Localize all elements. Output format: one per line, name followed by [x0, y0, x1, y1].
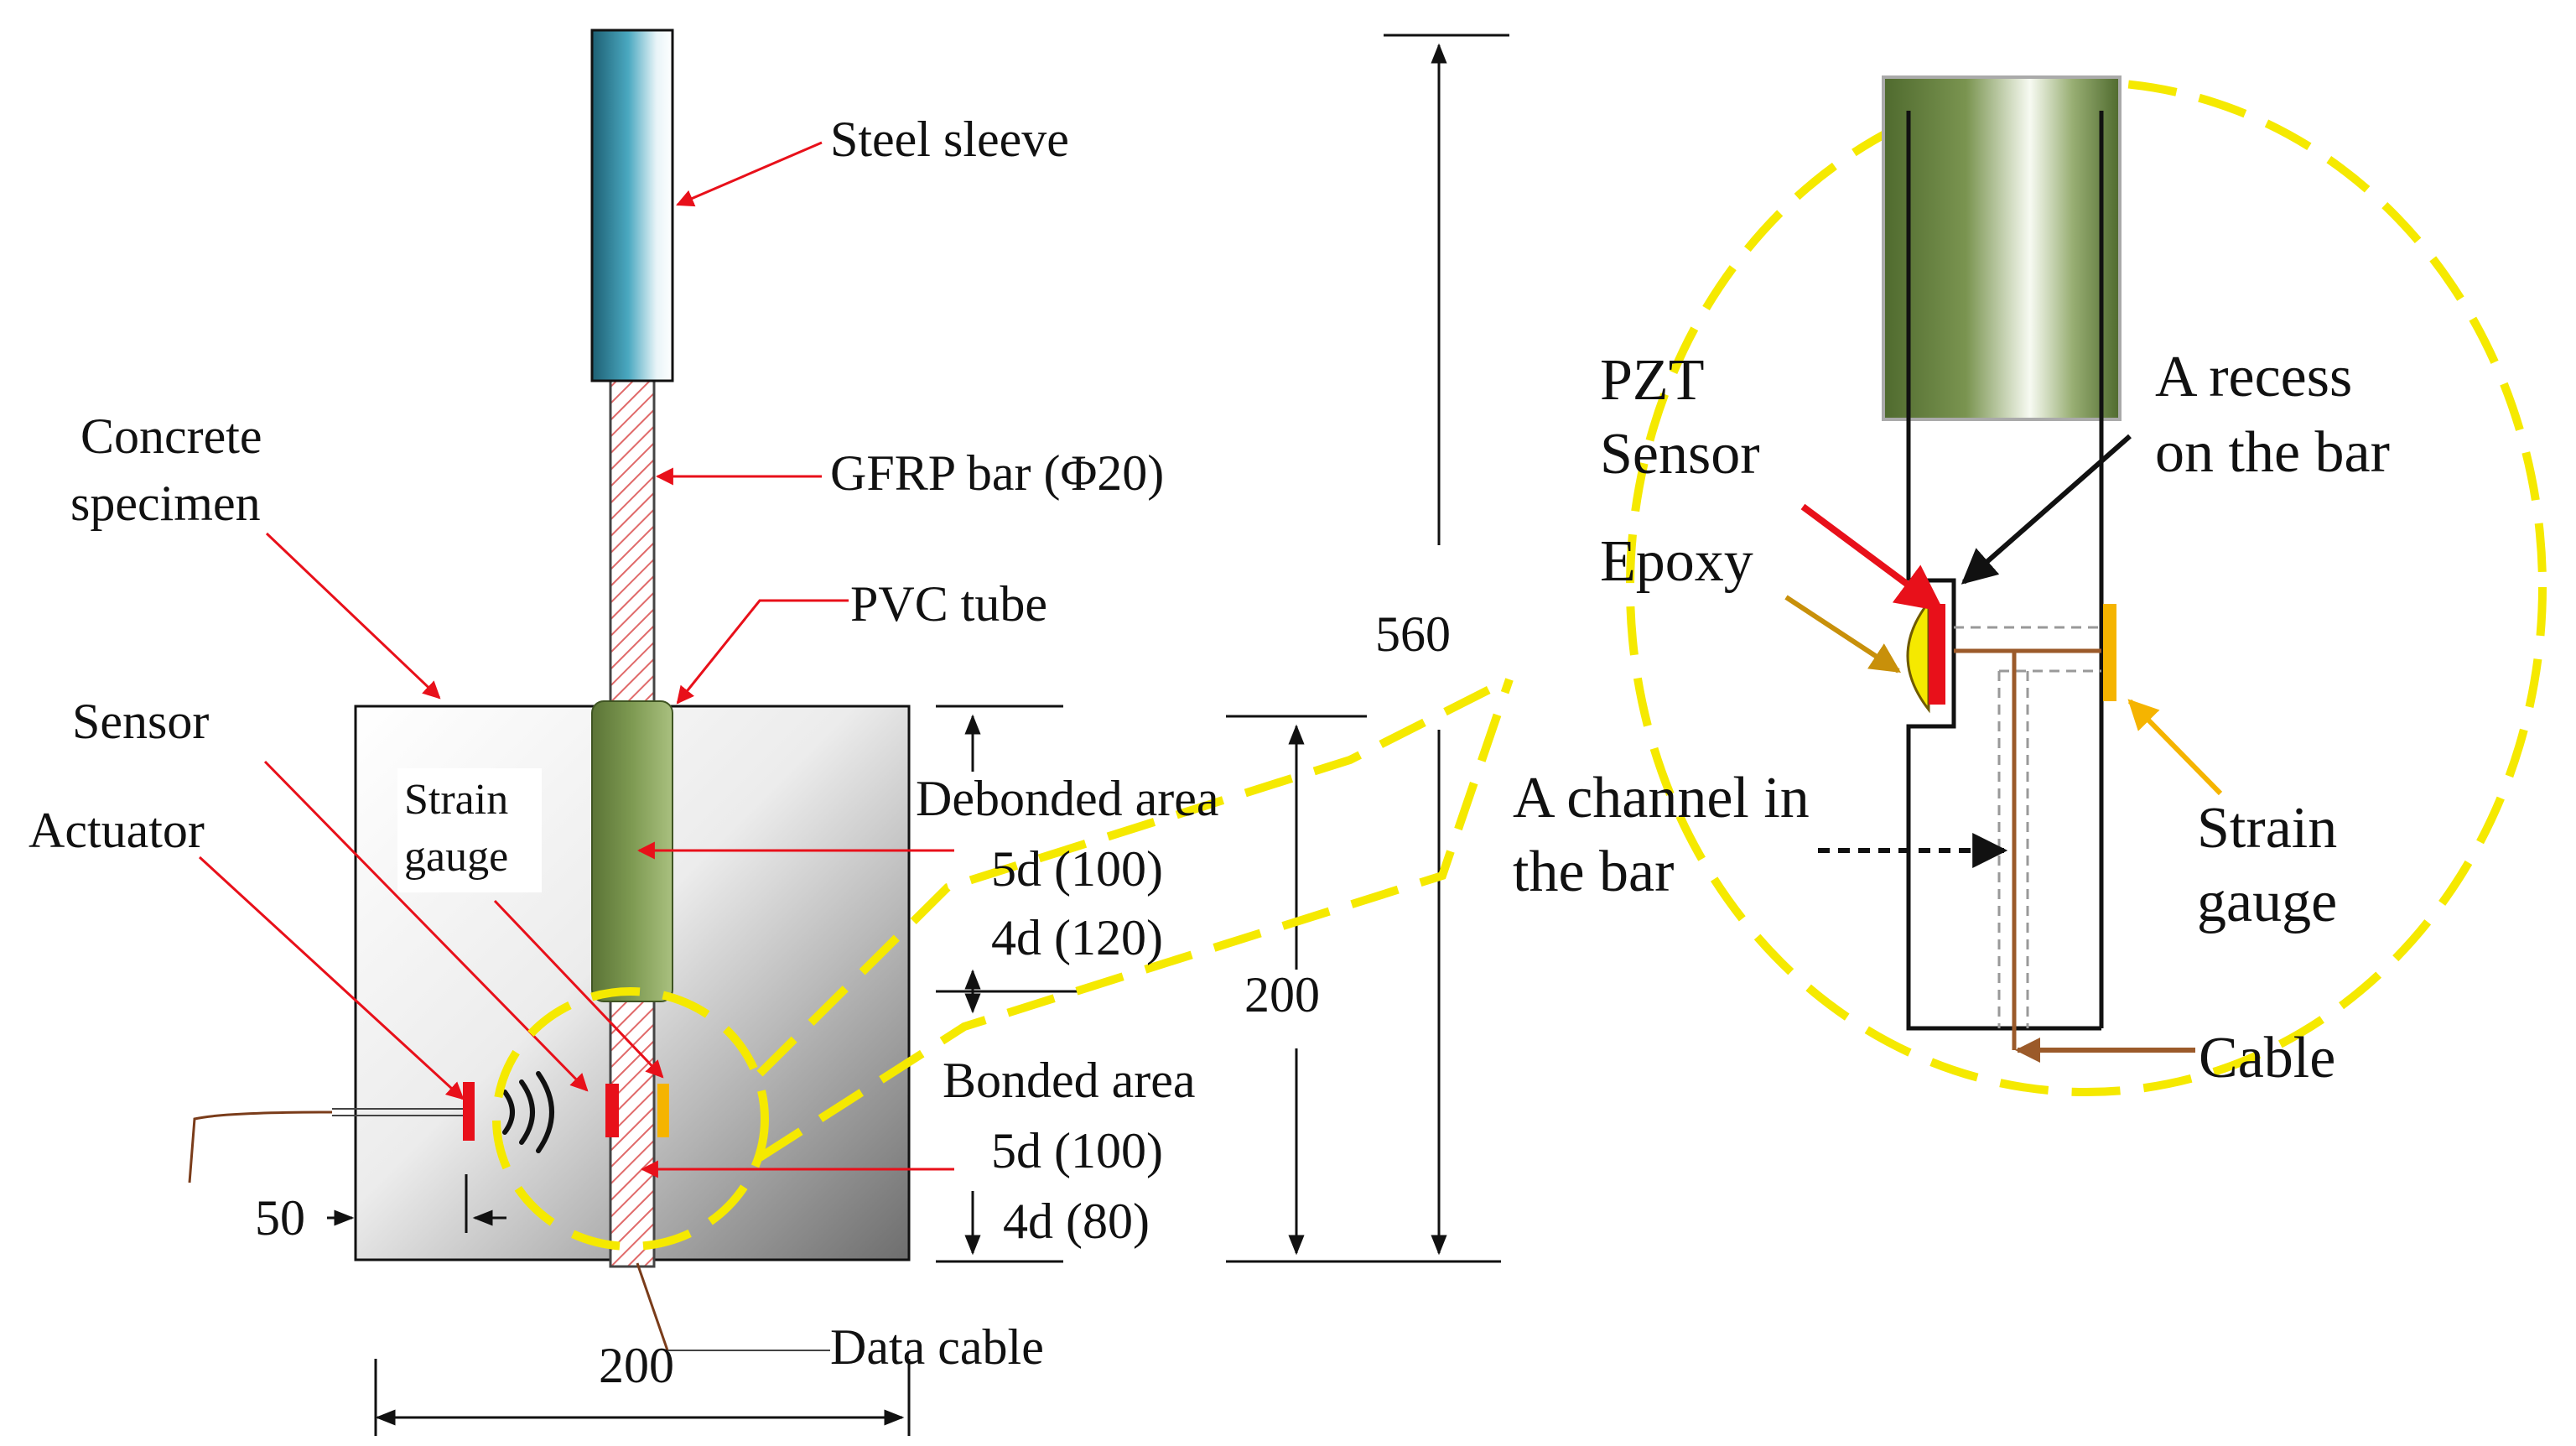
detail-leaders: [1784, 434, 2223, 1063]
label-pzt-2: Sensor: [1600, 422, 1760, 486]
label-pzt-1: PZT: [1600, 348, 1704, 413]
dim-50: 50: [255, 1190, 305, 1246]
label-bonded-5d: 5d (100): [991, 1123, 1163, 1178]
detail-bar: [1882, 75, 2122, 1031]
detail-pzt-sensor: [1929, 604, 1945, 705]
label-strain-1: Strain: [2197, 796, 2337, 861]
label-actuator: Actuator: [29, 803, 205, 858]
label-debonded-area: Debonded area: [916, 771, 1218, 826]
steel-sleeve: [590, 29, 674, 382]
label-steel-sleeve: Steel sleeve: [830, 112, 1069, 167]
label-concrete-2: specimen: [70, 476, 261, 531]
dimension-lines: [327, 34, 1509, 1436]
label-gfrp-bar: GFRP bar (Φ20): [830, 445, 1164, 501]
actuator-symbol: [188, 1082, 475, 1183]
label-debonded-5d: 5d (100): [991, 841, 1163, 897]
label-cable: Cable: [2199, 1026, 2335, 1090]
label-debonded-4d: 4d (120): [991, 910, 1163, 965]
embedded-pzt-sensor: [605, 1084, 619, 1137]
label-strain-2: gauge: [2197, 870, 2337, 934]
label-pvc-tube: PVC tube: [850, 576, 1047, 632]
label-recess-2: on the bar: [2155, 420, 2390, 485]
label-sensor: Sensor: [72, 694, 209, 749]
label-recess-1: A recess: [2155, 345, 2352, 409]
label-strain-gauge-1: Strain: [404, 776, 508, 824]
dim-200-height: 200: [1244, 967, 1320, 1022]
embedded-strain-gauge: [657, 1084, 669, 1137]
strain-label-bg: [397, 768, 542, 892]
label-bonded-4d: 4d (80): [1003, 1194, 1150, 1249]
label-epoxy: Epoxy: [1600, 529, 1753, 594]
data-cable-line: [636, 1262, 669, 1351]
dim-560: 560: [1375, 606, 1451, 662]
label-concrete-1: Concrete: [80, 408, 262, 464]
dim-200-width: 200: [599, 1338, 674, 1393]
label-bonded-area: Bonded area: [943, 1053, 1196, 1108]
detail-strain-gauge: [2103, 604, 2116, 701]
label-channel-2: the bar: [1513, 840, 1674, 904]
detail-epoxy: [1906, 598, 1930, 714]
detail-channel: [1954, 626, 2101, 1028]
label-strain-gauge-2: gauge: [404, 833, 508, 881]
wave-icon: [502, 1071, 554, 1153]
label-channel-1: A channel in: [1513, 766, 1810, 830]
detail-cable: [1954, 648, 2101, 1050]
label-data-cable: Data cable: [830, 1319, 1044, 1375]
left-red-leaders: [198, 141, 954, 1178]
